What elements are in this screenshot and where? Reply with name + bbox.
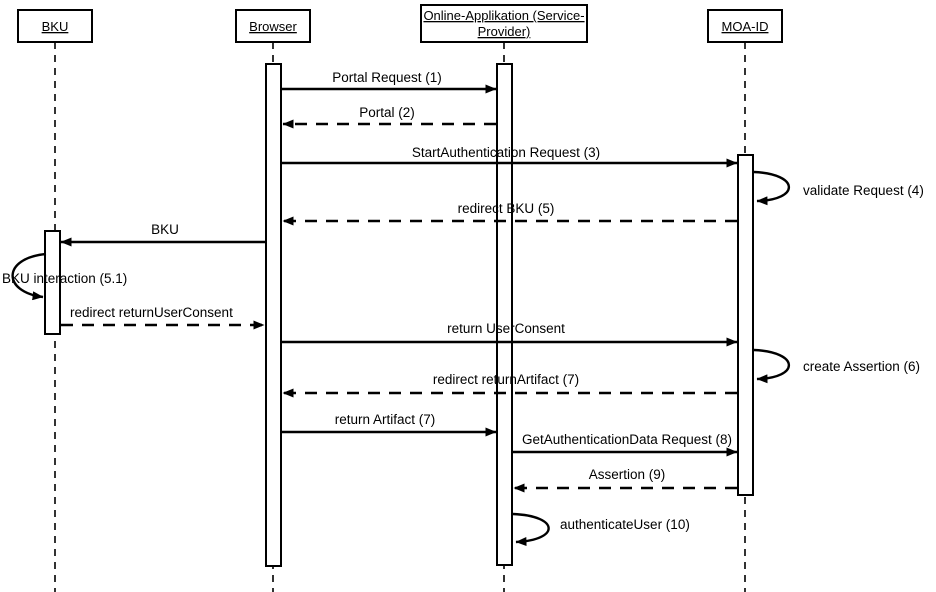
- message-label-getauthenticationdata-request: GetAuthenticationData Request (8): [522, 432, 732, 447]
- message-label-validate-request: validate Request (4): [803, 183, 924, 198]
- lifeline-label-browser: Browser: [249, 19, 297, 34]
- lifeline-header-oa[interactable]: Online-Applikation (Service- Provider): [420, 4, 588, 43]
- message-label-portal-request: Portal Request (1): [332, 70, 442, 85]
- lifeline-label-oa-line2: Provider): [478, 24, 531, 39]
- activation-bars: [44, 63, 754, 567]
- lifeline-header-bku[interactable]: BKU: [17, 9, 93, 43]
- message-label-return-userconsent: return UserConsent: [447, 321, 565, 336]
- lifeline-label-oa-line1: Online-Applikation (Service-: [423, 8, 584, 23]
- lifeline-box-oa: [420, 4, 588, 43]
- message-redirect-returnuserconsent[interactable]: redirect returnUserConsent: [61, 305, 265, 330]
- message-label-create-assertion: create Assertion (6): [803, 359, 920, 374]
- message-label-startauthentication-request: StartAuthentication Request (3): [412, 145, 600, 160]
- message-assertion[interactable]: Assertion (9): [513, 467, 737, 493]
- activation-bar-browser: [265, 63, 282, 567]
- activation-bar-oa: [496, 63, 513, 566]
- lifeline-label-bku: BKU: [42, 19, 69, 34]
- message-label-redirect-bku: redirect BKU (5): [458, 201, 555, 216]
- lifeline-box-browser: [235, 9, 311, 43]
- message-label-assertion: Assertion (9): [589, 467, 666, 482]
- message-label-redirect-returnuserconsent: redirect returnUserConsent: [70, 305, 233, 320]
- message-label-portal-response: Portal (2): [359, 105, 415, 120]
- message-selfloop-validate-request: [753, 170, 790, 206]
- message-return-artifact[interactable]: return Artifact (7): [281, 412, 497, 437]
- message-bku-interaction[interactable]: BKU interaction (5.1): [2, 252, 127, 301]
- message-validate-request[interactable]: validate Request (4): [753, 170, 924, 206]
- message-label-redirect-returnartifact: redirect returnArtifact (7): [433, 372, 579, 387]
- message-label-bku: BKU: [151, 222, 179, 237]
- message-bku[interactable]: BKU: [60, 222, 266, 247]
- message-selfloop-bku-interaction: [11, 252, 47, 301]
- lifeline-label-moaid: MOA-ID: [722, 19, 769, 34]
- lifeline-box-bku: [17, 9, 93, 43]
- message-create-assertion[interactable]: create Assertion (6): [753, 348, 920, 384]
- lifeline-header-browser[interactable]: Browser: [235, 9, 311, 43]
- message-label-return-artifact: return Artifact (7): [335, 412, 436, 427]
- message-return-userconsent[interactable]: return UserConsent: [281, 321, 738, 347]
- message-label-authenticateuser: authenticateUser (10): [560, 517, 690, 532]
- message-selfloop-authenticateuser: [512, 512, 550, 547]
- lifeline-box-moaid: [707, 9, 783, 43]
- message-label-bku-interaction: BKU interaction (5.1): [2, 271, 127, 286]
- message-redirect-bku[interactable]: redirect BKU (5): [282, 201, 737, 226]
- activation-bar-bku: [44, 230, 61, 335]
- message-redirect-returnartifact[interactable]: redirect returnArtifact (7): [282, 372, 737, 398]
- message-authenticateuser[interactable]: authenticateUser (10): [512, 512, 690, 547]
- message-startauthentication-request[interactable]: StartAuthentication Request (3): [281, 145, 738, 168]
- message-portal-request[interactable]: Portal Request (1): [281, 70, 497, 94]
- message-portal-response[interactable]: Portal (2): [282, 105, 496, 129]
- message-getauthenticationdata-request[interactable]: GetAuthenticationData Request (8): [512, 432, 738, 457]
- lifeline-header-moaid[interactable]: MOA-ID: [707, 9, 783, 43]
- message-selfloop-create-assertion: [753, 348, 790, 384]
- activation-bar-moaid: [737, 154, 754, 496]
